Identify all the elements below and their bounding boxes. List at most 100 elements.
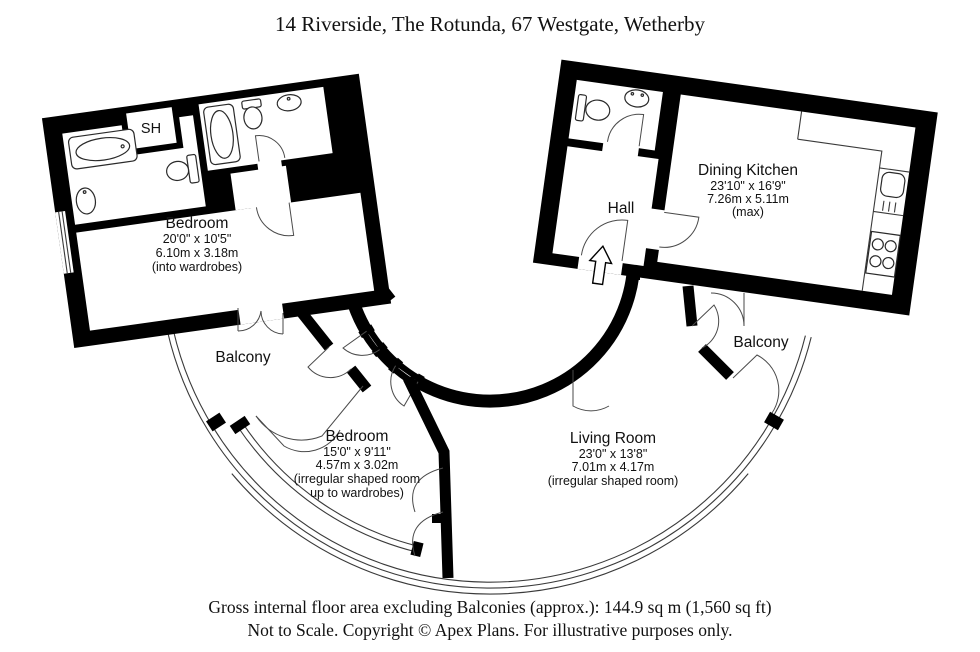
bathtub-drain bbox=[120, 144, 125, 149]
block-b bbox=[532, 59, 938, 316]
drainer-line bbox=[882, 200, 885, 211]
toilet-ensuite bbox=[241, 98, 263, 130]
room-size-metric: 6.10m x 3.18m bbox=[156, 246, 239, 260]
room-name: Living Room bbox=[570, 430, 656, 447]
wardrobe-wall bbox=[403, 375, 454, 579]
bedroom1-floor bbox=[76, 192, 375, 331]
shower-cubicle-floor bbox=[126, 107, 177, 150]
counter-end bbox=[797, 111, 803, 140]
hob-ring bbox=[884, 240, 897, 253]
balcony-right-door-2 bbox=[710, 292, 745, 327]
room-note: (into wardrobes) bbox=[152, 260, 242, 274]
hob-ring bbox=[871, 238, 884, 251]
balcony-right-wall-a bbox=[682, 285, 698, 327]
room-size-imperial: 15'0" x 9'11" bbox=[323, 445, 391, 459]
bedroom-window-arc-outer bbox=[237, 426, 417, 553]
drainer-line bbox=[893, 202, 897, 213]
counter-divider bbox=[873, 210, 904, 217]
balcony-left-door bbox=[307, 346, 352, 379]
toilet-wc bbox=[574, 93, 611, 122]
counter-divider bbox=[879, 167, 910, 173]
sink-wc bbox=[624, 89, 650, 108]
room-size-imperial: 23'0" x 13'8" bbox=[579, 447, 648, 461]
entrance-arrow bbox=[588, 244, 613, 286]
courtyard-arc-wall bbox=[339, 249, 641, 408]
labels: 14 Riverside, The Rotunda, 67 Westgate, … bbox=[141, 12, 798, 640]
crescent-envelope bbox=[166, 329, 812, 595]
toilet-bowl bbox=[166, 160, 190, 182]
wardrobe-stub bbox=[432, 514, 448, 523]
bedroom-left-label: Bedroom 20'0" x 10'5" 6.10m x 3.18m (int… bbox=[152, 215, 242, 274]
kitchen-floor bbox=[657, 94, 916, 295]
block-a bbox=[41, 73, 392, 349]
balcony-door-gap bbox=[237, 295, 285, 325]
sink-basin bbox=[75, 187, 97, 215]
bathtub-basin bbox=[75, 136, 131, 162]
living-room-label: Living Room 23'0" x 13'8" 7.01m x 4.17m … bbox=[548, 430, 679, 488]
threshold-balcony-left bbox=[206, 412, 226, 432]
room-size-metric: 7.01m x 4.17m bbox=[572, 460, 655, 474]
toilet-bowl bbox=[585, 99, 611, 121]
threshold-left bbox=[229, 415, 251, 435]
sink-tap bbox=[630, 91, 635, 96]
sink bbox=[75, 187, 97, 215]
drainer-line bbox=[887, 201, 891, 212]
bedroom-lower-label: Bedroom 15'0" x 9'11" 4.57m x 3.02m (irr… bbox=[294, 428, 420, 500]
hob-ring bbox=[882, 256, 895, 270]
room-name: Bedroom bbox=[166, 215, 229, 232]
hob-outline bbox=[865, 230, 901, 278]
balcony-right-label: Balcony bbox=[733, 334, 788, 351]
hall-floor bbox=[552, 146, 659, 267]
room-note-2: up to wardrobes) bbox=[310, 486, 404, 500]
hall-label: Hall bbox=[608, 200, 635, 217]
balcony-left-wall-b bbox=[346, 365, 372, 393]
sink-ensuite bbox=[276, 94, 302, 112]
outer-railing-arc-outer bbox=[166, 331, 812, 589]
living-room-door bbox=[572, 370, 610, 412]
bathroom2-door-gap bbox=[257, 158, 283, 172]
bedroom-french-door-2 bbox=[255, 415, 341, 453]
toilet-bowl bbox=[243, 106, 263, 130]
balcony-double-doors bbox=[237, 308, 284, 335]
bathtub bbox=[67, 128, 138, 170]
balcony-left-label: Balcony bbox=[215, 349, 270, 366]
room-size-metric: 7.26m x 5.11m bbox=[707, 192, 789, 206]
wc-door bbox=[606, 113, 645, 147]
kitchen-door-gap bbox=[643, 208, 668, 251]
balcony-right-door-1 bbox=[691, 304, 720, 349]
toilet bbox=[166, 153, 200, 184]
balcony-right-door-3 bbox=[732, 354, 780, 414]
double-door-left bbox=[237, 308, 262, 332]
counter-edge bbox=[797, 138, 883, 291]
courtyard-door-1 bbox=[390, 365, 419, 407]
room-size-imperial: 23'10" x 16'9" bbox=[710, 179, 786, 193]
courtyard-door-2 bbox=[342, 330, 380, 356]
wc-door-gap bbox=[601, 141, 640, 159]
kitchen-sink-basin bbox=[879, 171, 906, 199]
courtyard-door-gap-2 bbox=[366, 331, 380, 350]
double-door-right bbox=[260, 310, 284, 335]
plan-title: 14 Riverside, The Rotunda, 67 Westgate, … bbox=[275, 12, 705, 36]
sink-basin bbox=[276, 94, 302, 112]
kitchen-counter bbox=[797, 111, 910, 291]
sink-tap bbox=[82, 190, 87, 194]
room-size-imperial: 20'0" x 10'5" bbox=[163, 232, 232, 246]
window-line bbox=[61, 211, 72, 273]
bathtub-ensuite bbox=[203, 103, 241, 166]
balcony-right-wall-b bbox=[698, 344, 734, 380]
room-note-1: (irregular shaped room bbox=[294, 472, 420, 486]
dining-kitchen-label: Dining Kitchen 23'10" x 16'9" 7.26m x 5.… bbox=[698, 162, 798, 219]
entrance-door bbox=[580, 219, 629, 262]
bedroom1-door-gap bbox=[250, 192, 290, 210]
hob bbox=[865, 230, 901, 278]
bedroom1-door bbox=[255, 202, 295, 237]
footer-area-line: Gross internal floor area excluding Balc… bbox=[208, 597, 771, 617]
wardrobe-door-2 bbox=[412, 511, 444, 557]
bedroom-french-door-1 bbox=[255, 385, 364, 441]
bathroom2-door bbox=[254, 134, 286, 162]
hob-ring bbox=[869, 255, 882, 268]
room-name: Bedroom bbox=[326, 428, 389, 445]
window-line bbox=[58, 211, 68, 274]
